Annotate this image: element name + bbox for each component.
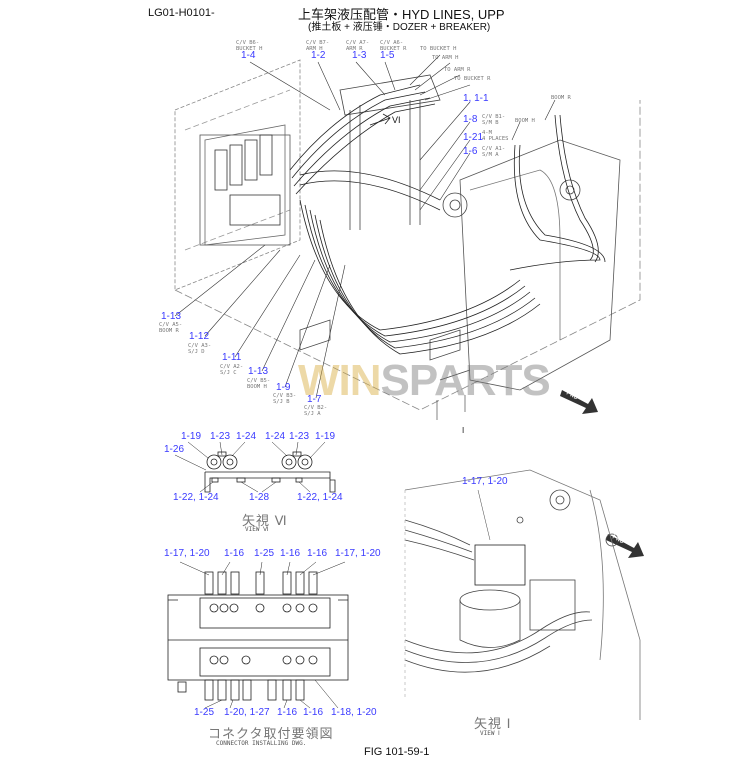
callout-1-3[interactable]: 1-3 [352, 50, 367, 61]
callout-1-17-1-20-a[interactable]: 1-17, 1-20 [164, 548, 210, 559]
note-boom-h: BOOM H [515, 118, 535, 124]
callout-1-26[interactable]: 1-26 [164, 444, 185, 455]
callout-1-8[interactable]: 1-8 [463, 114, 478, 125]
note-sj-c: C/V A2- S/J C [220, 364, 244, 376]
callout-1-16-a[interactable]: 1-16 [224, 548, 245, 559]
callout-1-17-1-20-b[interactable]: 1-17, 1-20 [335, 548, 381, 559]
callout-1-22-1-24-a[interactable]: 1-22, 1-24 [173, 492, 219, 503]
callout-1-16-c[interactable]: 1-16 [307, 548, 328, 559]
callout-1-5[interactable]: 1-5 [380, 50, 395, 61]
view-vi-title-jp: 矢視 Ⅵ [242, 513, 288, 528]
callout-1-13-b[interactable]: 1-13 [248, 366, 269, 377]
figure-number: FIG 101-59-1 [364, 746, 430, 758]
callout-1-16-d[interactable]: 1-16 [277, 707, 298, 718]
view-vi-arrow [369, 113, 391, 126]
note-sj-d: C/V A3- S/J D [188, 343, 212, 355]
view-vi-title-en: VIEW Ⅵ [245, 526, 269, 533]
callout-1-20-1-27[interactable]: 1-20, 1-27 [224, 707, 270, 718]
leader-lines [174, 54, 556, 420]
page-title: 上车架液压配管・HYD LINES, UPP [298, 7, 505, 22]
note-arm-r: C/V A7- ARM R [346, 40, 370, 52]
connector-title-en: CONNECTOR INSTALLING DWG. [216, 740, 307, 747]
note-boom-r-a5: C/V A5- BOOM R [159, 322, 183, 334]
callout-1-7[interactable]: 1-7 [307, 394, 322, 405]
callout-1-12[interactable]: 1-12 [189, 331, 210, 342]
note-boom-h-b5: C/V B5- BOOM H [247, 378, 271, 390]
callout-1-23-a[interactable]: 1-23 [210, 431, 231, 442]
callout-1-4[interactable]: 1-4 [241, 50, 256, 61]
hydraulic-hoses [289, 84, 606, 355]
callout-1-6[interactable]: 1-6 [463, 146, 478, 157]
note-to-arm-r: TO ARM R [444, 67, 471, 73]
callout-1-21[interactable]: 1-21 [463, 132, 484, 143]
connector-title-jp: コネクタ取付要領図 [208, 726, 334, 741]
callout-1-28[interactable]: 1-28 [249, 492, 270, 503]
view-vi-marker: VI [392, 115, 401, 125]
callout-1-1[interactable]: 1, 1-1 [463, 93, 489, 104]
view-i-title-jp: 矢視 Ⅰ [474, 716, 512, 731]
drawing-code: LG01-H0101- [148, 7, 215, 19]
page-subtitle: (推土板 + 液压锤・DOZER + BREAKER) [308, 22, 491, 33]
callout-1-23-b[interactable]: 1-23 [289, 431, 310, 442]
note-bucket-r: C/V A6- BUCKET R [380, 40, 407, 52]
note-sj-b: C/V B3- S/J B [273, 393, 297, 405]
note-to-bucket-r: TO BUCKET R [454, 76, 491, 82]
note-arm-h: C/V B7- ARM H [306, 40, 330, 52]
note-bucket-h: C/V B6- BUCKET H [236, 40, 263, 52]
callout-1-25-a[interactable]: 1-25 [254, 548, 275, 559]
note-sm-a: C/V A1- S/M A [482, 146, 506, 158]
note-4-places: 4-M 4 PLACES [482, 130, 509, 142]
callout-1-24-a[interactable]: 1-24 [236, 431, 257, 442]
callout-1-24-b[interactable]: 1-24 [265, 431, 286, 442]
callout-1-13-a[interactable]: 1-13 [161, 311, 182, 322]
note-sm-b: C/V B1- S/M B [482, 114, 506, 126]
callout-1-19-a[interactable]: 1-19 [181, 431, 202, 442]
view-i-marker: I [462, 426, 465, 435]
note-to-arm-h: TO ARM H [432, 55, 459, 61]
note-boom-r: BOOM R [551, 95, 571, 101]
note-to-bucket-h: TO BUCKET H [420, 46, 457, 52]
callout-1-18-1-20[interactable]: 1-18, 1-20 [331, 707, 377, 718]
callout-1-19-b[interactable]: 1-19 [315, 431, 336, 442]
callout-1-11[interactable]: 1-11 [222, 352, 242, 363]
callout-1-22-1-24-b[interactable]: 1-22, 1-24 [297, 492, 343, 503]
callout-1-16-e[interactable]: 1-16 [303, 707, 324, 718]
view-i-drawing [404, 469, 641, 720]
connector-drawing [167, 561, 349, 709]
watermark-logo: WINSPARTS [298, 356, 551, 405]
callout-1-17-1-20-c[interactable]: 1-17, 1-20 [462, 476, 508, 487]
callout-1-25-b[interactable]: 1-25 [194, 707, 215, 718]
callout-1-2[interactable]: 1-2 [311, 50, 326, 61]
view-i-title-en: VIEW Ⅰ [480, 730, 500, 737]
callout-1-16-b[interactable]: 1-16 [280, 548, 301, 559]
fwd-arrows [560, 390, 644, 558]
view-vi-drawing [174, 441, 336, 493]
note-sj-a: C/V B2- S/J A [304, 405, 328, 417]
callout-1-9[interactable]: 1-9 [276, 382, 291, 393]
